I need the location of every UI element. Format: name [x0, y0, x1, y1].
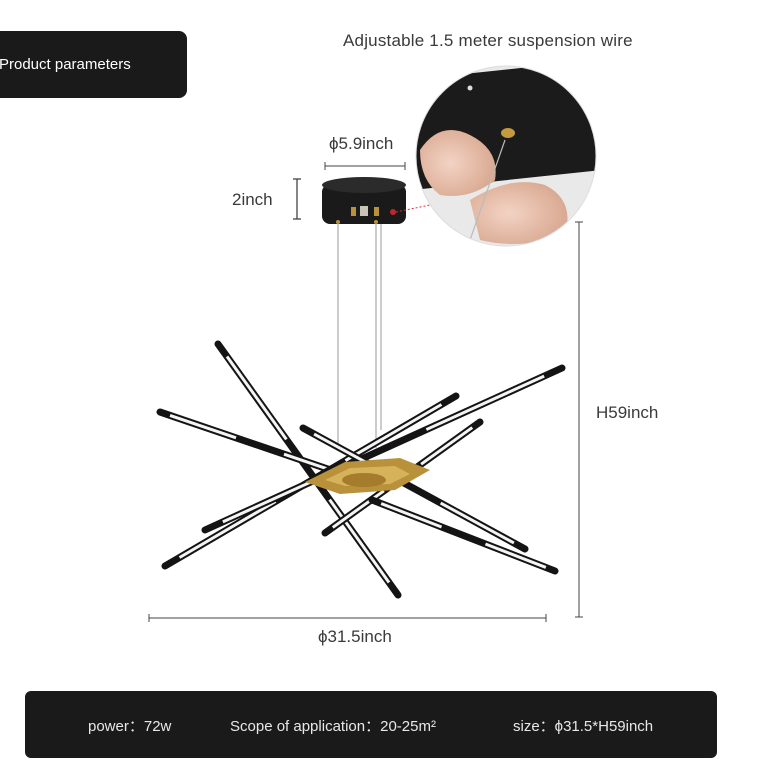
canopy-height-dimension [293, 178, 301, 220]
suspension-wire-caption: Adjustable 1.5 meter suspension wire [343, 31, 633, 50]
led-strip [169, 413, 237, 440]
suspension-wires [337, 224, 382, 448]
led-strip [225, 355, 288, 441]
power-spec: power：72w [88, 718, 172, 735]
total-height-label: H59inch [596, 403, 659, 422]
led-strip [420, 426, 474, 466]
led-strip [344, 403, 443, 462]
size-spec: size：ϕ31.5*H59inch [513, 718, 654, 735]
scope-spec: Scope of application：20-25m² [230, 718, 436, 735]
led-strip [380, 502, 443, 529]
led-strip [425, 374, 545, 431]
led-strip [328, 498, 391, 584]
diameter-dimension [148, 614, 547, 622]
led-strip [439, 501, 515, 545]
diameter-label: ϕ31.5inch [318, 627, 392, 646]
canopy [322, 177, 406, 224]
brass-hub [305, 458, 430, 494]
badge-title: Product parameters [0, 56, 131, 73]
canopy-diameter-label: ϕ5.9inch [329, 134, 394, 153]
led-strip [178, 500, 277, 559]
chandelier-illustration [148, 65, 597, 622]
canopy-width-dimension [324, 162, 406, 170]
product-parameters-badge: Product parameters [0, 31, 187, 98]
canopy-height-label: 2inch [232, 190, 273, 209]
zoom-detail-photo [416, 66, 596, 246]
led-strip [484, 542, 547, 569]
height-dimension [575, 221, 583, 618]
spec-bar: power：72w Scope of application：20-25m² s… [25, 691, 717, 758]
led-strip [331, 489, 385, 529]
